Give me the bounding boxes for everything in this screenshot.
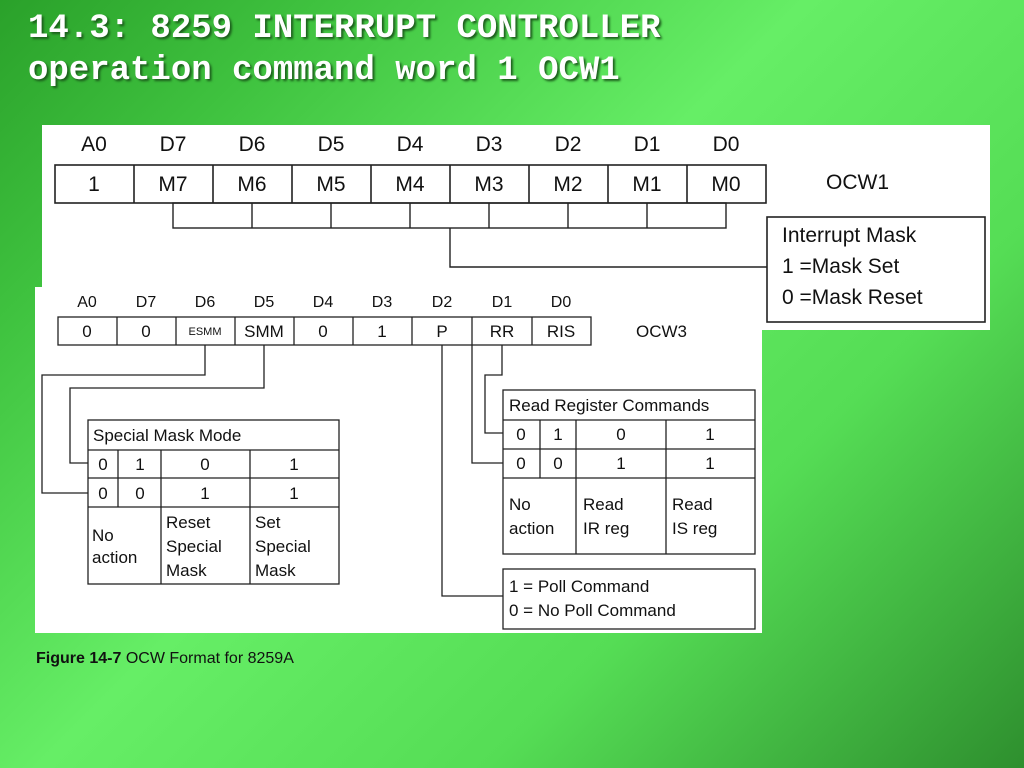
ocw1-header-d1: D1	[634, 133, 661, 156]
esmm-connector	[41, 345, 206, 494]
rr-read-is-2: IS reg	[672, 519, 717, 538]
mask-reset-text: 0 =Mask Reset	[782, 286, 923, 309]
ocw3-value-d6: ESMM	[189, 326, 222, 338]
smm-reset-1: Reset	[166, 513, 211, 532]
smm-r2-a: 1	[200, 484, 209, 503]
rr-no-action-2: action	[509, 519, 554, 538]
rr-r2-a: 1	[616, 454, 625, 473]
rr-r1-rr: 0	[516, 425, 525, 444]
title-line-2: operation command word 1 OCW1	[28, 52, 620, 90]
smm-connector	[69, 345, 265, 464]
ocw1-header-d3: D3	[476, 133, 503, 156]
ocw3-value-d3: 1	[377, 322, 386, 341]
smm-set-3: Mask	[255, 561, 296, 580]
ocw3-value-d5: SMM	[244, 322, 284, 341]
ocw3-header-d4: D4	[313, 294, 334, 311]
ocw3-value-a0: 0	[82, 322, 91, 341]
rr-read-is-1: Read	[672, 495, 713, 514]
title-line-1: 14.3: 8259 INTERRUPT CONTROLLER	[28, 10, 661, 48]
smm-r1-esmm: 0	[98, 455, 107, 474]
rr-read-ir-1: Read	[583, 495, 624, 514]
ocw1-header-d5: D5	[318, 133, 345, 156]
ocw1-value-d5: M5	[316, 173, 345, 196]
ocw3-value-d7: 0	[141, 322, 150, 341]
ocw3-header-a0: A0	[77, 294, 97, 311]
ocw1-header-row: A0 D7 D6 D5 D4 D3 D2 D1 D0	[81, 133, 739, 156]
ocw3-label: OCW3	[636, 322, 687, 341]
ocw3-header-d1: D1	[492, 294, 513, 311]
ocw3-header-d2: D2	[432, 294, 453, 311]
smm-r1-smm: 1	[135, 455, 144, 474]
smm-set-1: Set	[255, 513, 281, 532]
rr-r1-b: 1	[705, 425, 714, 444]
rr-read-ir-2: IR reg	[583, 519, 629, 538]
ocw1-value-d4: M4	[395, 173, 424, 196]
ocw1-value-a0: 1	[88, 173, 100, 196]
ocw1-value-d3: M3	[474, 173, 503, 196]
interrupt-mask-title: Interrupt Mask	[782, 224, 917, 247]
ocw1-value-d7: M7	[158, 173, 187, 196]
smm-reset-3: Mask	[166, 561, 207, 580]
ocw1-header-d7: D7	[160, 133, 187, 156]
smm-r1-a: 0	[200, 455, 209, 474]
rr-no-action-1: No	[509, 495, 531, 514]
smm-r2-smm: 0	[135, 484, 144, 503]
rr-title: Read Register Commands	[509, 396, 709, 415]
slide-title: 14.3: 8259 INTERRUPT CONTROLLER operatio…	[28, 8, 661, 92]
ocw3-header-d6: D6	[195, 294, 216, 311]
smm-reset-2: Special	[166, 537, 222, 556]
ocw1-header-d0: D0	[713, 133, 740, 156]
ocw1-value-d2: M2	[553, 173, 582, 196]
smm-title: Special Mask Mode	[93, 426, 241, 445]
rr-r1-ris: 1	[553, 425, 562, 444]
ocw3-connectors	[41, 345, 503, 597]
interrupt-mask-box: Interrupt Mask 1 =Mask Set 0 =Mask Reset	[766, 216, 986, 323]
ocw3-value-d2: P	[436, 322, 447, 341]
figure-number: Figure 14-7	[36, 650, 122, 667]
ocw3-value-d1: RR	[490, 322, 515, 341]
figure-caption-text: OCW Format for 8259A	[125, 650, 294, 667]
rr-r2-b: 1	[705, 454, 714, 473]
ocw3-value-row: 0 0 ESMM SMM 0 1 P RR RIS	[82, 322, 575, 341]
smm-no-action-1: No	[92, 526, 114, 545]
ocw3-register-grid	[57, 316, 592, 346]
poll-command-box: 1 = Poll Command 0 = No Poll Command	[502, 568, 756, 630]
ocw3-header-d3: D3	[372, 294, 393, 311]
ocw3-value-d0: RIS	[547, 322, 575, 341]
figure-caption: Figure 14-7 OCW Format for 8259A	[36, 650, 294, 668]
ocw1-header-d6: D6	[239, 133, 266, 156]
special-mask-mode-table: Special Mask Mode 0 1 0 1 0 0 1 1 No act…	[87, 419, 340, 585]
ocw1-header-a0: A0	[81, 133, 107, 156]
rr-connector	[471, 345, 503, 464]
poll-command-text: 1 = Poll Command	[509, 577, 649, 596]
smm-set-2: Special	[255, 537, 311, 556]
ocw1-value-d0: M0	[711, 173, 740, 196]
rr-r2-rr: 0	[516, 454, 525, 473]
ocw3-header-d7: D7	[136, 294, 157, 311]
p-connector	[441, 345, 503, 597]
ocw1-label: OCW1	[826, 171, 889, 194]
smm-r2-esmm: 0	[98, 484, 107, 503]
smm-no-action-2: action	[92, 548, 137, 567]
ocw1-value-row: 1 M7 M6 M5 M4 M3 M2 M1 M0	[88, 173, 740, 196]
read-register-commands-table: Read Register Commands 0 1 0 1 0 0 1 1 N…	[502, 389, 756, 555]
ocw3-value-d4: 0	[318, 322, 327, 341]
ocw3-header-row: A0 D7 D6 D5 D4 D3 D2 D1 D0	[77, 294, 571, 311]
ocw3-header-d0: D0	[551, 294, 572, 311]
ocw1-value-d1: M1	[632, 173, 661, 196]
ocw1-header-d4: D4	[397, 133, 424, 156]
rr-r2-ris: 0	[553, 454, 562, 473]
ocw1-header-d2: D2	[555, 133, 582, 156]
ris-connector	[484, 345, 503, 434]
smm-r2-b: 1	[289, 484, 298, 503]
smm-r1-b: 1	[289, 455, 298, 474]
mask-set-text: 1 =Mask Set	[782, 255, 899, 278]
ocw1-value-d6: M6	[237, 173, 266, 196]
ocw3-header-d5: D5	[254, 294, 275, 311]
no-poll-command-text: 0 = No Poll Command	[509, 601, 676, 620]
ocw1-mask-connector	[172, 202, 767, 268]
rr-r1-a: 0	[616, 425, 625, 444]
